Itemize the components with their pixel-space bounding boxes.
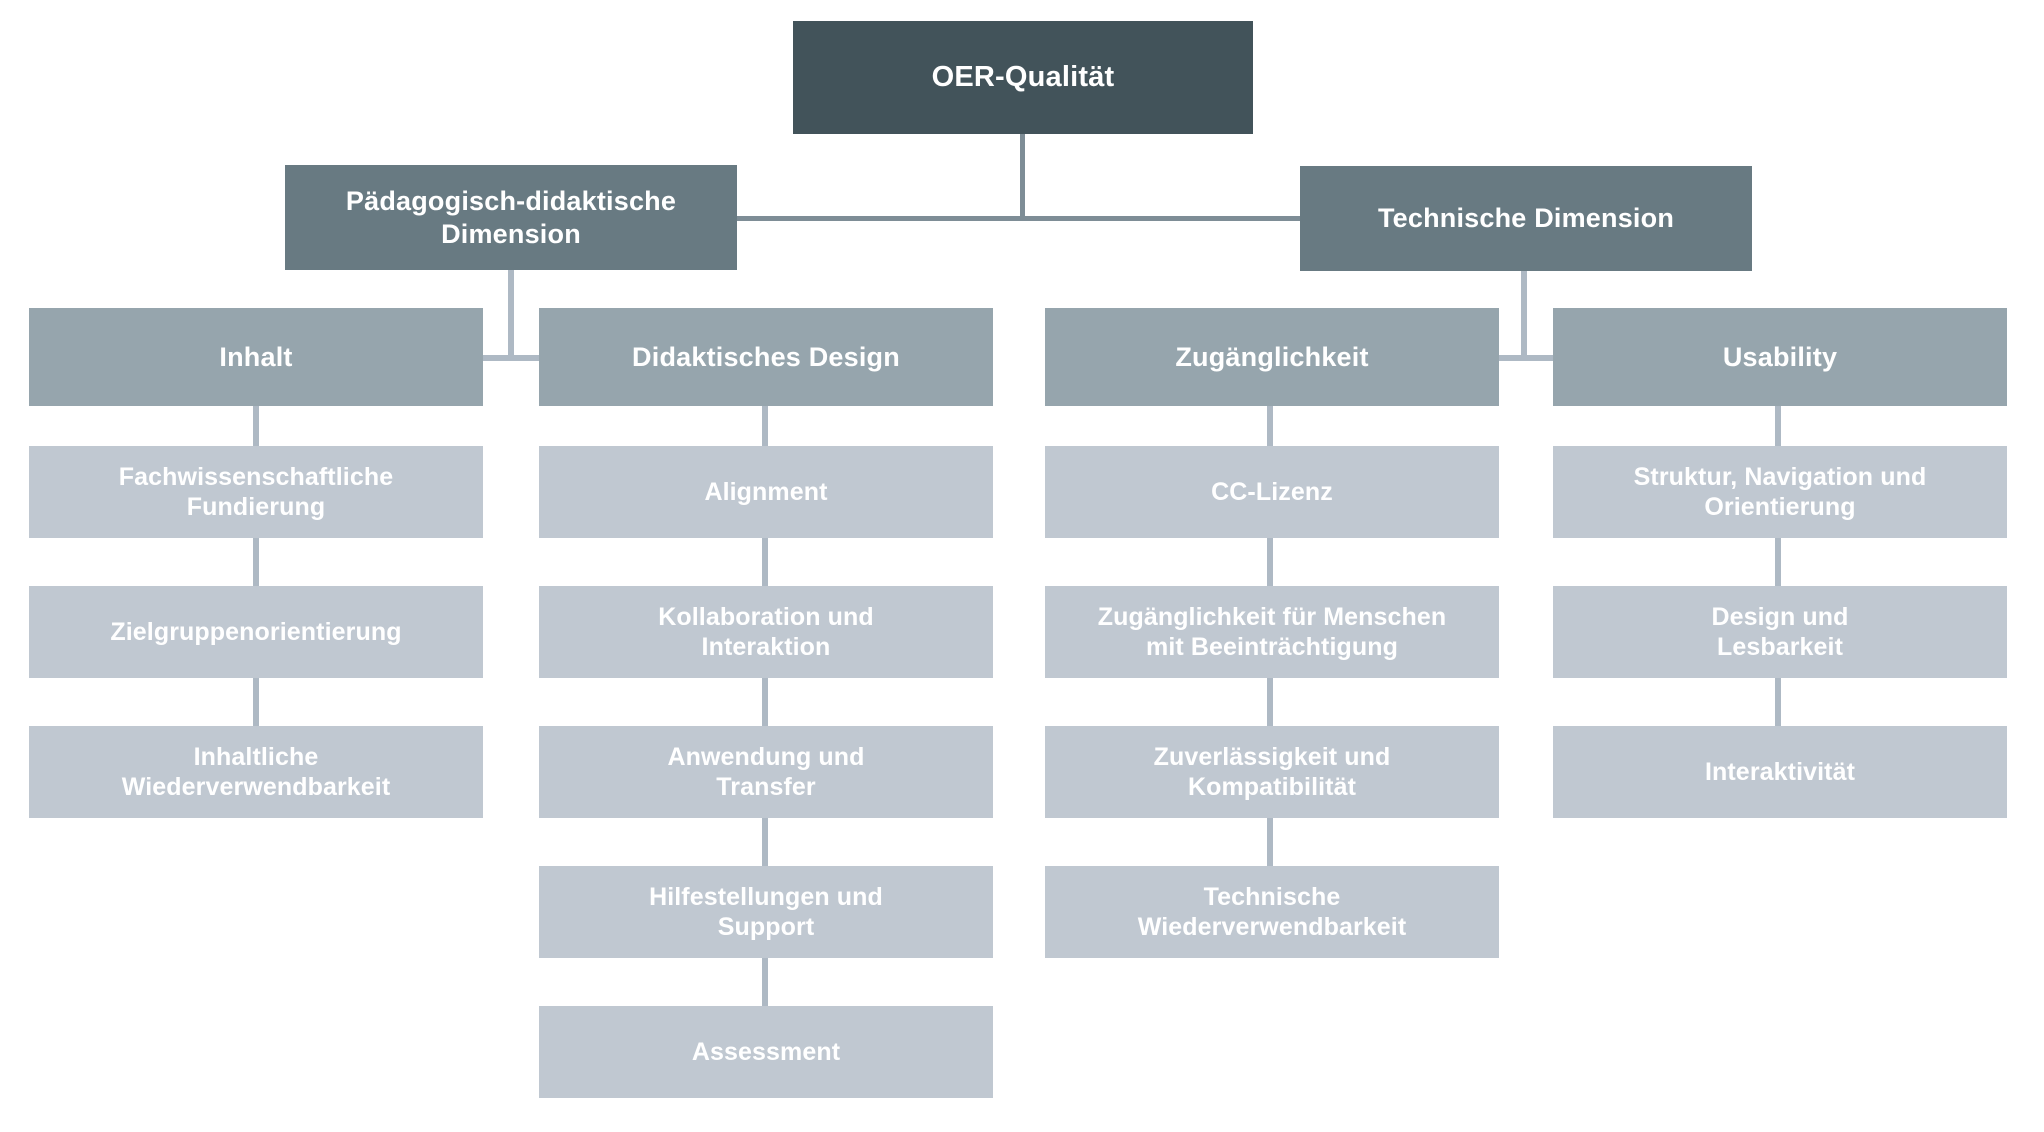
node-technische-wiederverwendbarkeit[interactable]: Technische Wiederverwendbarkeit bbox=[1045, 866, 1499, 958]
node-paedagogisch-didaktische-dimension[interactable]: Pädagogisch-didaktische Dimension bbox=[285, 165, 737, 270]
connector-dimensions-bar bbox=[737, 216, 1300, 221]
node-anwendung-und-transfer[interactable]: Anwendung und Transfer bbox=[539, 726, 993, 818]
node-kollaboration-und-interaktion[interactable]: Kollaboration und Interaktion bbox=[539, 586, 993, 678]
node-oer-qualitaet[interactable]: OER-Qualität bbox=[793, 21, 1253, 134]
node-technische-dimension[interactable]: Technische Dimension bbox=[1300, 166, 1752, 271]
connector-column-usability bbox=[1775, 406, 1781, 736]
node-zuverlaessigkeit-und-kompatibilitaet[interactable]: Zuverlässigkeit und Kompatibilität bbox=[1045, 726, 1499, 818]
node-cc-lizenz[interactable]: CC-Lizenz bbox=[1045, 446, 1499, 538]
node-struktur-navigation-und-orientierung[interactable]: Struktur, Navigation und Orientierung bbox=[1553, 446, 2007, 538]
node-zugaenglichkeit-fuer-menschen-mit-beeintraechtigung[interactable]: Zugänglichkeit für Menschen mit Beeinträ… bbox=[1045, 586, 1499, 678]
node-didaktisches-design[interactable]: Didaktisches Design bbox=[539, 308, 993, 406]
connector-right-categories-bar bbox=[1495, 355, 1553, 361]
node-alignment[interactable]: Alignment bbox=[539, 446, 993, 538]
connector-column-didaktisches-design bbox=[762, 406, 768, 1016]
connector-left-dimension-stem bbox=[508, 270, 514, 360]
node-design-und-lesbarkeit[interactable]: Design und Lesbarkeit bbox=[1553, 586, 2007, 678]
node-hilfestellungen-und-support[interactable]: Hilfestellungen und Support bbox=[539, 866, 993, 958]
connector-column-inhalt bbox=[253, 406, 259, 736]
node-zugaenglichkeit[interactable]: Zugänglichkeit bbox=[1045, 308, 1499, 406]
node-inhaltliche-wiederverwendbarkeit[interactable]: Inhaltliche Wiederverwendbarkeit bbox=[29, 726, 483, 818]
connector-root-stem bbox=[1020, 134, 1025, 219]
node-usability[interactable]: Usability bbox=[1553, 308, 2007, 406]
connector-right-dimension-stem bbox=[1521, 270, 1527, 360]
node-assessment[interactable]: Assessment bbox=[539, 1006, 993, 1098]
node-inhalt[interactable]: Inhalt bbox=[29, 308, 483, 406]
node-zielgruppenorientierung[interactable]: Zielgruppenorientierung bbox=[29, 586, 483, 678]
node-fachwissenschaftliche-fundierung[interactable]: Fachwissenschaftliche Fundierung bbox=[29, 446, 483, 538]
connector-left-categories-bar bbox=[483, 355, 539, 361]
node-interaktivitaet[interactable]: Interaktivität bbox=[1553, 726, 2007, 818]
